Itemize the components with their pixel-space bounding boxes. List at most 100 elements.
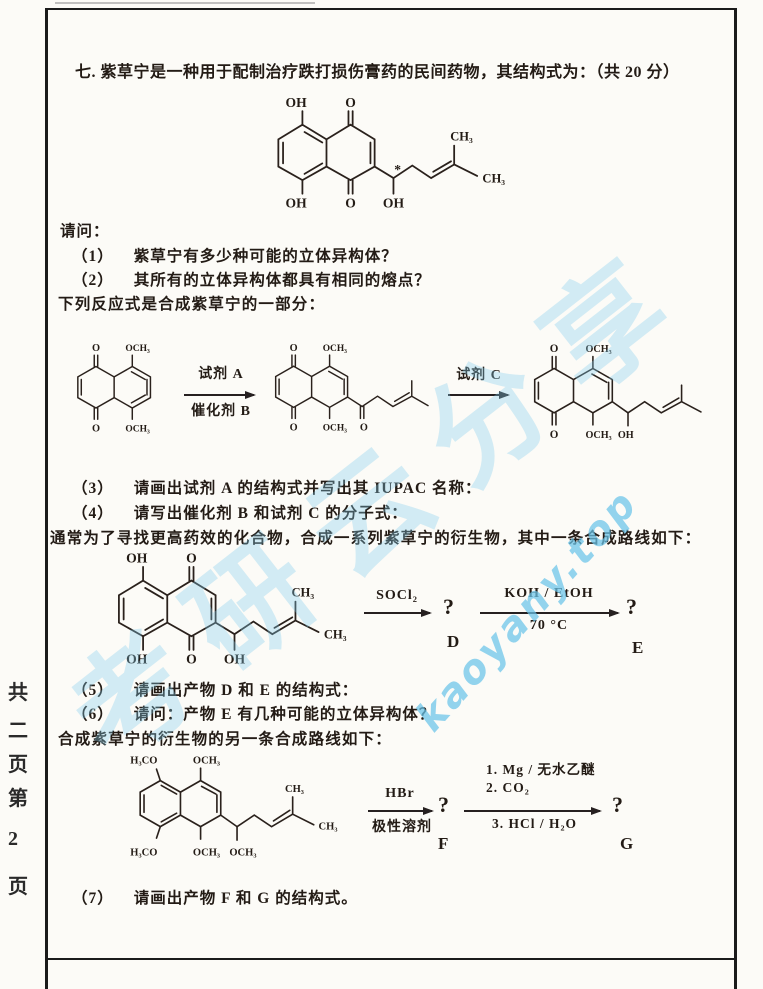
another-route-line: 合成紫草宁的衍生物的另一条合成路线如下： [58,731,393,748]
question-number: （2） [72,272,114,289]
atom-o-bottom: O [290,422,298,433]
product-e-label: E [632,638,644,657]
atom-o-bottom: O [92,423,100,434]
shikonin-structure-scheme2: O O OH OH CH₃ CH₃ OH [118,551,347,667]
atom-oh-chain: OH [224,652,246,667]
atom-och3-chain: OCH₃ [229,847,256,858]
atom-oh-top: OH [126,551,148,566]
question-text: 请写出催化剂 B 和试剂 C 的分子式： [133,505,408,522]
catalyst-b-label: 催化剂 B [191,404,251,419]
atom-och3-top: OCH₃ [193,755,220,766]
atom-ch3-right: CH₃ [482,171,505,185]
atom-oh-chain: OH [618,430,634,441]
question-text: 请画出产物 F 和 G 的结构式。 [133,890,358,907]
unknown-product-d: ? [443,594,454,619]
polar-solvent-label: 极性溶剂 [372,820,432,835]
atom-ch3-top: CH₃ [450,129,473,143]
atom-och3-top: OCH₃ [323,344,347,354]
atom-och3-bottom: OCH₃ [125,424,150,434]
derivative-intro-line: 通常为了寻找更高药效的化合物，合成一系列紫草宁的衍生物，其中一条合成路线如下： [50,530,702,547]
atom-ch3-right: CH₃ [319,822,338,833]
margin-char: 2 [8,828,18,850]
atom-o-top: O [550,343,559,355]
atom-o-top: O [345,95,356,110]
socl2-arrow [364,609,432,617]
question-number: （1） [72,248,114,265]
reaction-arrow-2 [448,391,510,399]
unknown-product-f: ? [438,792,449,817]
product-g-label: G [620,834,634,853]
question-5: （5） 请画出产物 D 和 E 的结构式： [72,678,358,700]
atom-o-top: O [186,551,197,566]
question-4: （4） 请写出催化剂 B 和试剂 C 的分子式： [72,501,408,523]
question-3: （3）请画出试剂 A 的结构式并写出其 IUPAC 名称： [72,476,482,498]
page-border-right [734,8,737,989]
stereocenter-mark: * [394,162,401,177]
product-d-label: D [447,632,460,651]
question-7: （7） 请画出产物 F 和 G 的结构式。 [72,886,358,908]
question-number: （4） [72,505,114,522]
temperature-label: 70 °C [529,618,569,633]
margin-char: 共 [8,682,28,704]
margin-char: 页 [8,876,28,898]
question-2: （2） 其所有的立体异构体都具有相同的熔点？ [72,268,431,290]
question-number: （3） [72,480,114,497]
atom-och3-top: OCH₃ [586,344,612,355]
margin-char: 页 [8,754,28,776]
molecule-carbinol-product: O O OCH₃ OCH₃ OH [533,343,702,441]
question-title: 七. 紫草宁是一种用于配制治疗跌打损伤膏药的民间药物，其结构式为：（共 20 分… [75,64,680,81]
atom-oh-bottom: OH [126,652,148,667]
atom-o-top: O [290,343,298,354]
question-number: （5） [72,682,114,699]
molecule-ketone-intermediate: O O OCH₃ OCH₃ O [274,343,429,433]
question-number: （6） [72,706,114,723]
question-text: 其所有的立体异构体都具有相同的熔点？ [133,272,431,289]
atom-h3co-top: H₃CO [130,755,157,766]
koh-arrow [480,609,620,617]
reagent-a-label: 试剂 A [198,367,244,382]
question-text: 请画出产物 D 和 E 的结构式： [133,682,359,699]
part-intro-line: 下列反应式是合成紫草宁的一部分： [58,296,326,313]
product-f-label: F [438,834,449,853]
unknown-product-e: ? [626,594,637,619]
atom-oh-bottom: OH [286,195,308,210]
step1-label: 1. Mg / 无水乙醚 [486,762,596,777]
koh-etoh-label: KOH / EtOH [504,586,594,601]
grignard-arrow [464,807,602,815]
question-1: （1） 紫草宁有多少种可能的立体异构体？ [72,244,398,266]
scan-top-mark [55,2,315,4]
atom-o-top: O [92,343,100,354]
atom-o-bottom: O [550,429,559,441]
atom-ch3-right: CH₃ [324,627,347,641]
molecule-tetramethoxy-naphthalene: H₃CO H₃CO OCH₃ OCH₃ OCH₃ CH₃ CH₃ [130,755,338,858]
reagent-c-label: 试剂 C [456,368,502,383]
atom-och3-bottom: OCH₃ [193,847,220,858]
atom-h3co-bottom: H₃CO [130,847,157,858]
atom-och3-bottom: OCH₃ [323,423,347,433]
step3-label: 3. HCl / H₂O [492,816,578,831]
unknown-product-g: ? [612,792,623,817]
atom-o-bottom: O [186,652,197,667]
molecule-dimethoxy-naphthoquinone: O O OCH₃ OCH₃ [77,343,152,434]
atom-och3-bottom: OCH₃ [586,430,612,441]
reaction-arrow-1 [184,391,256,399]
page-border-top [45,8,737,10]
atom-o-ketone: O [360,422,368,433]
shikonin-structure: O O OH OH CH₃ CH₃ * OH [277,95,505,210]
margin-char: 二 [8,720,28,742]
question-number: （7） [72,890,114,907]
page-border-left [45,8,48,989]
step2-label: 2. CO₂ [486,780,530,795]
ask-label: 请问： [60,223,110,240]
atom-oh-top: OH [286,95,308,110]
margin-char: 第 [8,788,28,810]
question-text: 紫草宁有多少种可能的立体异构体？ [133,248,398,265]
atom-och3-top: OCH₃ [125,344,150,354]
atom-ch3-top: CH₃ [291,585,314,599]
hbr-label: HBr [385,786,415,801]
socl2-label: SOCl₂ [376,588,418,603]
atom-ch3-top: CH₃ [285,784,304,795]
page-border-bottom [45,958,737,960]
atom-o-bottom: O [345,195,356,210]
